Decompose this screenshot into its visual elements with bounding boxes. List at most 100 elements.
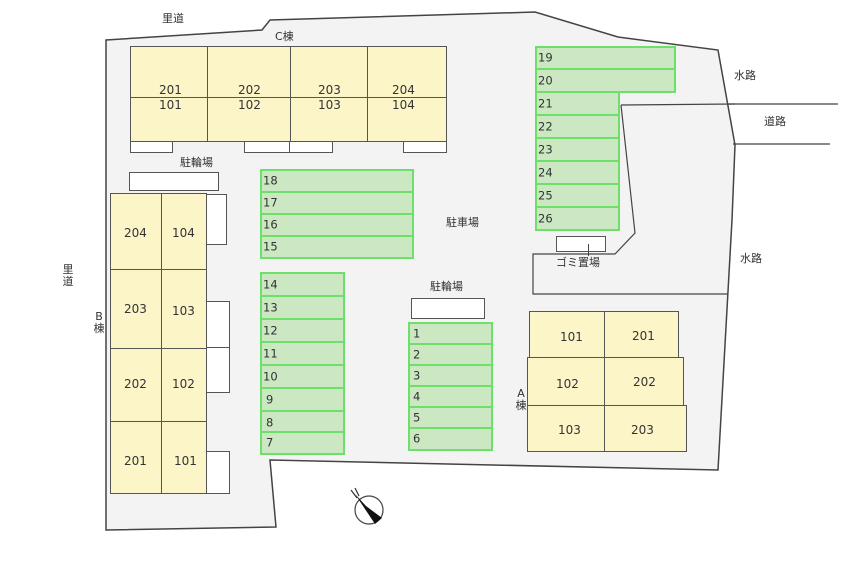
parking-space-number: 20 xyxy=(538,72,553,87)
unit-number: 103 xyxy=(318,98,341,112)
building-a-unit[interactable]: 101 xyxy=(529,311,605,358)
unit-number: 101 xyxy=(174,454,197,468)
balcony xyxy=(403,141,447,153)
parking-space-number: 7 xyxy=(266,435,274,450)
parking-space-number: 9 xyxy=(266,391,274,406)
building-b-unit[interactable]: 202 xyxy=(110,348,162,422)
unit-number: 201 xyxy=(124,454,147,468)
parking-space-number: 18 xyxy=(263,173,278,188)
north-arrow-icon xyxy=(350,487,384,525)
parking-space-number: 25 xyxy=(538,187,553,202)
parking-space[interactable]: 18 xyxy=(260,169,414,193)
building-a-unit[interactable]: 203 xyxy=(604,405,687,452)
building-b-unit[interactable]: 104 xyxy=(161,193,207,270)
unit-number: 102 xyxy=(238,98,261,112)
parking-space[interactable]: 25 xyxy=(535,183,620,208)
parking-space[interactable]: 15 xyxy=(260,235,414,259)
unit-number: 102 xyxy=(556,377,579,391)
parking-space[interactable]: 6 xyxy=(408,427,493,451)
building-b-unit[interactable]: 203 xyxy=(110,269,162,349)
parking-space-number: 17 xyxy=(263,195,278,210)
building-b-label-kanji: 棟 xyxy=(93,322,105,336)
unit-number: 201 xyxy=(632,329,655,343)
road-label-left: 里道 xyxy=(62,263,74,288)
building-b-unit[interactable]: 102 xyxy=(161,348,207,422)
balcony xyxy=(289,141,333,153)
building-b-unit[interactable]: 101 xyxy=(161,421,207,494)
parking-space-number: 12 xyxy=(263,322,278,337)
parking-space-number: 5 xyxy=(413,409,421,424)
building-b-unit[interactable]: 201 xyxy=(110,421,162,494)
parking-space-number: 19 xyxy=(538,50,553,65)
parking-space-number: 10 xyxy=(263,368,278,383)
parking-space-number: 2 xyxy=(413,346,421,361)
road-label-right: 道路 xyxy=(764,115,786,128)
building-c-unit-3[interactable]: 203 103 xyxy=(290,46,368,142)
parking-space[interactable]: 3 xyxy=(408,364,493,387)
parking-space[interactable]: 9 xyxy=(260,387,345,412)
building-c-unit-2[interactable]: 202 102 xyxy=(207,46,291,142)
parking-space[interactable]: 14 xyxy=(260,272,345,297)
building-a-unit[interactable]: 202 xyxy=(604,357,684,406)
parking-space[interactable]: 20 xyxy=(535,68,676,93)
floor-divider xyxy=(130,97,447,98)
parking-space[interactable]: 7 xyxy=(260,431,345,455)
parking-space[interactable]: 1 xyxy=(408,322,493,345)
parking-space[interactable]: 23 xyxy=(535,137,620,162)
parking-space[interactable]: 11 xyxy=(260,341,345,366)
building-c-unit-1[interactable]: 201 101 xyxy=(130,46,208,142)
garbage-area[interactable] xyxy=(556,236,606,252)
parking-space[interactable]: 10 xyxy=(260,364,345,389)
parking-space[interactable]: 2 xyxy=(408,343,493,366)
unit-number: 204 xyxy=(124,226,147,240)
unit-number: 101 xyxy=(159,98,182,112)
balcony xyxy=(206,347,230,393)
parking-space-number: 15 xyxy=(263,239,278,254)
parking-space[interactable]: 12 xyxy=(260,318,345,343)
unit-number: 202 xyxy=(238,83,261,97)
parking-space[interactable]: 4 xyxy=(408,385,493,408)
parking-space-number: 22 xyxy=(538,118,553,133)
parking-space-number: 24 xyxy=(538,164,553,179)
parking-space[interactable]: 22 xyxy=(535,114,620,139)
garbage-pointer-line xyxy=(588,244,589,256)
garbage-area-label: ゴミ置場 xyxy=(556,256,600,269)
unit-number: 104 xyxy=(172,226,195,240)
parking-space-number: 4 xyxy=(413,388,421,403)
unit-number: 203 xyxy=(318,83,341,97)
parking-space-number: 21 xyxy=(538,95,553,110)
unit-number: 204 xyxy=(392,83,415,97)
balcony xyxy=(206,451,230,494)
building-b-unit[interactable]: 204 xyxy=(110,193,162,270)
building-a-label-kanji: 棟 xyxy=(515,399,527,413)
parking-space[interactable]: 17 xyxy=(260,191,414,215)
waterway-label-top: 水路 xyxy=(734,69,756,82)
parking-lot-label: 駐車場 xyxy=(446,216,479,229)
building-a-unit[interactable]: 103 xyxy=(527,405,605,452)
parking-space[interactable]: 26 xyxy=(535,206,620,231)
parking-space-number: 3 xyxy=(413,367,421,382)
building-a-label-letter: A xyxy=(517,387,525,400)
parking-space-number: 26 xyxy=(538,210,553,225)
bicycle-parking-center[interactable] xyxy=(411,298,485,319)
bicycle-parking-top[interactable] xyxy=(129,172,219,191)
bicycle-parking-label-center: 駐輪場 xyxy=(430,280,463,293)
building-a-unit[interactable]: 102 xyxy=(527,357,605,406)
building-c-unit-4[interactable]: 204 104 xyxy=(367,46,447,142)
inner-boundary xyxy=(532,103,736,295)
parking-space-number: 8 xyxy=(266,414,274,429)
parking-space[interactable]: 5 xyxy=(408,406,493,429)
building-a-unit[interactable]: 201 xyxy=(604,311,679,358)
parking-space-number: 14 xyxy=(263,276,278,291)
balcony xyxy=(244,141,290,153)
parking-space[interactable]: 13 xyxy=(260,295,345,320)
balcony xyxy=(206,194,227,245)
waterway-label-right: 水路 xyxy=(740,252,762,265)
parking-space[interactable]: 19 xyxy=(535,46,676,70)
parking-space[interactable]: 24 xyxy=(535,160,620,185)
unit-number: 102 xyxy=(172,377,195,391)
building-b-unit[interactable]: 103 xyxy=(161,269,207,349)
parking-space[interactable]: 21 xyxy=(535,91,620,116)
parking-space[interactable]: 16 xyxy=(260,213,414,237)
